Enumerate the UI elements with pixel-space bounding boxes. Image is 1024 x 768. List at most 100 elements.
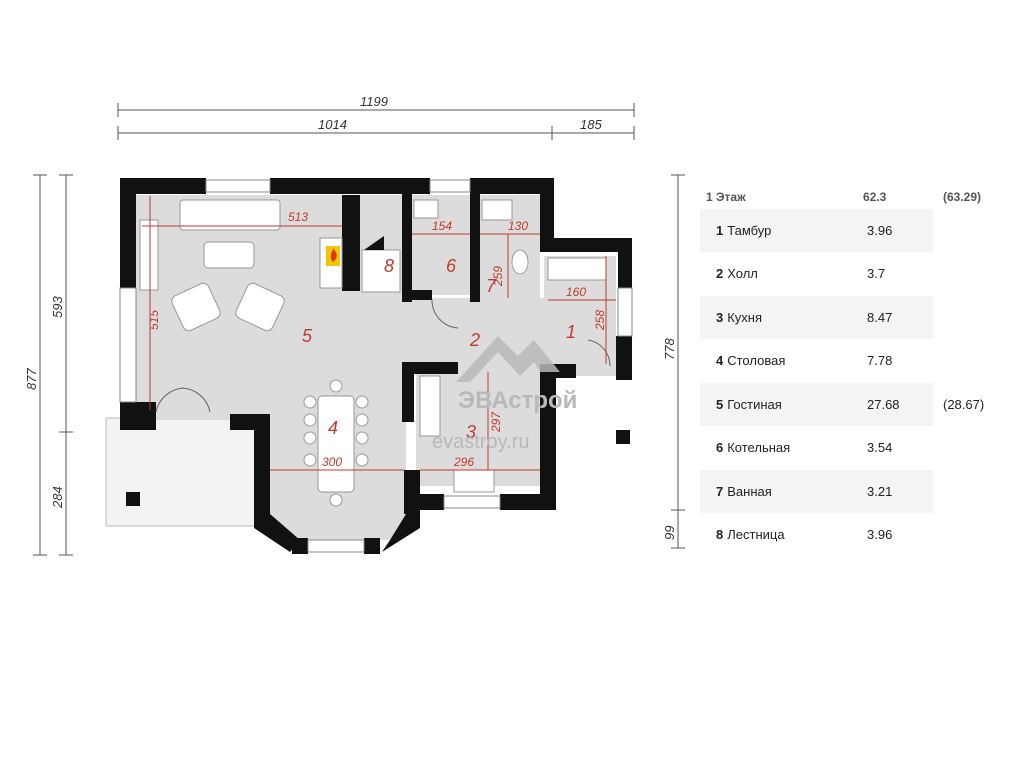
room-area-alt	[933, 209, 1010, 252]
stair	[361, 249, 401, 293]
terrace-post	[126, 492, 140, 506]
room-area-alt	[933, 426, 1010, 469]
room-area: 3.21	[867, 483, 893, 499]
dim-living-depth: 515	[147, 310, 161, 330]
dim-total-width: 1199	[360, 94, 388, 109]
room-area: 7.78	[867, 353, 893, 369]
room-name: Гостиная	[727, 396, 782, 412]
terrace	[105, 417, 271, 527]
room-area: 8.47	[867, 309, 893, 325]
room-number: 2	[716, 266, 724, 282]
dim-boiler-width: 154	[432, 219, 452, 233]
room-number: 4	[716, 353, 724, 369]
floor-label: 1 Этаж	[706, 190, 746, 204]
dimension-lines-right	[671, 174, 685, 549]
room-number: 1	[716, 222, 724, 238]
dim-upper-height: 593	[50, 296, 65, 318]
floor-area-alt: (63.29)	[943, 190, 982, 204]
room-area-alt	[933, 513, 1010, 556]
walls	[120, 178, 632, 554]
room-number: 5	[716, 396, 724, 412]
room-area-alt	[933, 339, 1010, 382]
inner-dimension-lines	[142, 196, 616, 471]
armchair-right	[235, 282, 285, 332]
sofa	[179, 199, 281, 231]
dim-total-height: 877	[24, 368, 39, 390]
dimension-lines-top	[117, 103, 635, 140]
watermark-site: evastroy.ru	[432, 431, 529, 453]
chair	[303, 413, 317, 427]
room-label-7: 7	[486, 276, 497, 296]
room-number: 6	[716, 440, 724, 456]
chair	[355, 413, 369, 427]
dim-right-low: 99	[662, 526, 677, 540]
room-area: 3.54	[867, 440, 893, 456]
room-name: Столовая	[727, 353, 786, 369]
room-area-alt	[933, 296, 1010, 339]
chair	[329, 493, 343, 507]
furniture	[139, 199, 607, 507]
armchair-left	[171, 282, 221, 332]
room-label-8: 8	[384, 256, 394, 276]
dim-bath-depth: 259	[491, 266, 505, 287]
chair	[329, 379, 343, 393]
room-number: 7	[716, 483, 724, 499]
stair-arrow-icon	[364, 236, 384, 250]
tv-stand	[139, 219, 159, 291]
washbasin	[481, 199, 513, 221]
area-table-header: 1 Этаж 62.3 (63.29)	[700, 186, 1010, 208]
room-label-1: 1	[566, 322, 576, 342]
room-number: 3	[716, 309, 724, 325]
windows	[119, 179, 633, 553]
room-area: 3.7	[867, 266, 886, 282]
chair	[303, 431, 317, 445]
floor-area: 62.3	[863, 190, 887, 204]
room-area: 27.68	[867, 396, 900, 412]
dim-vestibule-width: 160	[566, 285, 586, 299]
room-name: Ванная	[727, 483, 772, 499]
dim-ext-width: 185	[580, 117, 602, 132]
room-label-2: 2	[469, 330, 480, 350]
coffee-table	[203, 241, 255, 269]
doors	[155, 299, 611, 413]
chair	[355, 431, 369, 445]
room-number: 8	[716, 527, 724, 543]
flame-icon	[330, 248, 337, 262]
boiler	[413, 199, 439, 219]
room-area: 3.96	[867, 222, 893, 238]
dim-main-width: 1014	[318, 117, 347, 132]
room-label-5: 5	[302, 326, 313, 346]
dim-vestibule-depth: 258	[593, 310, 607, 331]
dim-kitchen-depth: 297	[489, 411, 503, 433]
chair	[355, 395, 369, 409]
dim-living-width: 513	[288, 210, 308, 224]
watermark-brand: ЭВАстрой	[458, 387, 577, 414]
room-area-alt	[933, 252, 1010, 295]
room-name: Кухня	[727, 309, 763, 325]
dimension-lines-left	[33, 174, 73, 556]
room-area-alt: (28.67)	[933, 383, 1010, 426]
dining-table	[317, 395, 355, 493]
wardrobe	[547, 257, 607, 281]
room-name: Тамбур	[727, 222, 772, 238]
dim-dining-width: 300	[322, 455, 342, 469]
